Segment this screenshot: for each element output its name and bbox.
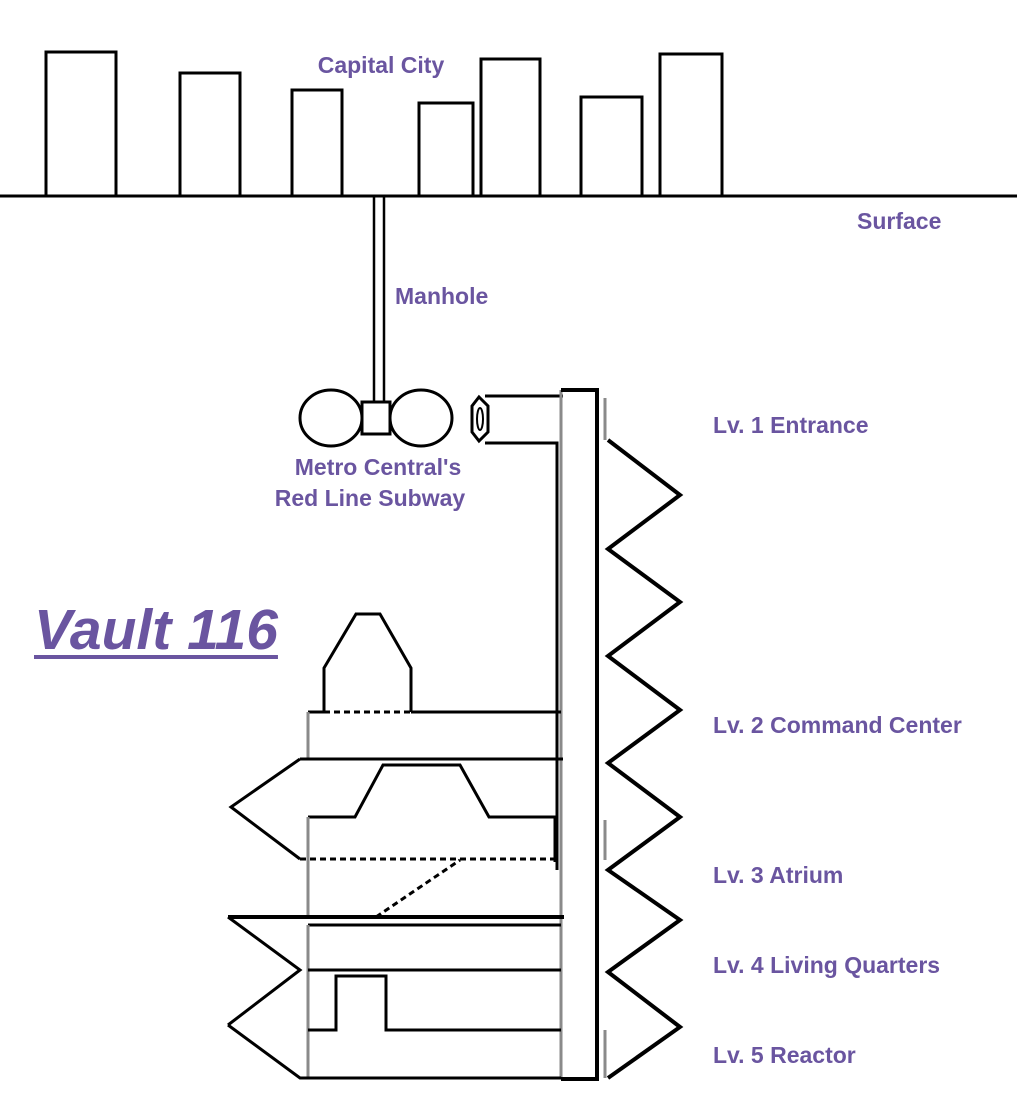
level-5-structure (227, 974, 561, 1080)
subway-label-line2: Red Line Subway (274, 485, 466, 511)
subway-label-line1: Metro Central's (294, 454, 462, 480)
vault-door (470, 394, 490, 444)
atrium-stairs (375, 858, 461, 919)
building (579, 95, 644, 198)
building (290, 88, 344, 198)
manhole-shaft (372, 196, 386, 402)
level-label-3: Lv. 3 Atrium (713, 862, 844, 888)
building (479, 57, 542, 198)
level-4-structure (227, 915, 564, 1078)
tunnel-connector (360, 400, 392, 436)
vault-title: Vault 116 (34, 598, 278, 662)
tunnel-tube-left (298, 388, 364, 448)
entrance-tunnel (485, 394, 563, 870)
level-3-structure (228, 757, 563, 919)
atrium-dome (308, 763, 557, 862)
building (178, 71, 242, 198)
surface-label: Surface (857, 208, 942, 234)
reactor-block (308, 974, 561, 1032)
manhole-label: Manhole (395, 283, 489, 309)
city-label: Capital City (317, 52, 445, 78)
rock-wall-right (603, 398, 684, 1080)
level-label-2: Lv. 2 Command Center (713, 712, 962, 738)
tunnel-tube-right (388, 388, 454, 448)
building (417, 101, 475, 198)
subway-tunnel (298, 388, 454, 448)
level-label-4: Lv. 4 Living Quarters (713, 952, 941, 978)
building (658, 52, 724, 198)
level-label-1: Lv. 1 Entrance (713, 412, 869, 438)
level-label-5: Lv. 5 Reactor (713, 1042, 856, 1068)
main-shaft (559, 388, 599, 1081)
building (44, 50, 118, 198)
command-dome (322, 612, 413, 712)
level-2-structure (306, 612, 561, 760)
